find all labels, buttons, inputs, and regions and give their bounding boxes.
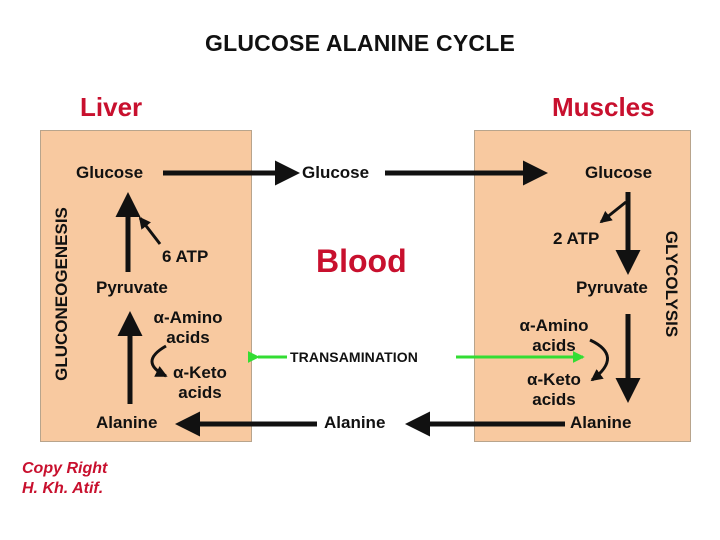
transamination-label: TRANSAMINATION: [290, 349, 418, 365]
muscle-alanine-label: Alanine: [570, 413, 632, 432]
glycolysis-label: GLYCOLYSIS: [662, 230, 681, 338]
arrow-muscle-atp: [599, 200, 627, 224]
copyright-note: Copy Right H. Kh. Atif.: [22, 460, 108, 497]
muscles-heading: Muscles: [552, 92, 655, 122]
muscle-atp-label: 2 ATP: [553, 229, 600, 248]
blood-label: Blood: [316, 243, 407, 279]
gluconeogenesis-label: GLUCONEOGENESIS: [52, 207, 71, 381]
liver-panel: [40, 130, 252, 442]
muscle-pyruvate-label: Pyruvate: [576, 278, 648, 297]
arrow-muscle-transamination-curve: [589, 338, 609, 382]
liver-pyruvate-label: Pyruvate: [96, 278, 168, 297]
liver-alanine-label: Alanine: [96, 413, 158, 432]
liver-glucose-label: Glucose: [76, 163, 144, 182]
muscles-panel: [474, 130, 691, 442]
diagram-title: GLUCOSE ALANINE CYCLE: [204, 30, 516, 56]
arrow-liver-transamination-curve: [150, 344, 168, 378]
arrow-liver-atp: [138, 216, 162, 245]
liver-atp-label: 6 ATP: [162, 247, 209, 266]
blood-glucose-label: Glucose: [302, 163, 370, 182]
liver-heading: Liver: [80, 92, 143, 122]
muscle-glucose-label: Glucose: [585, 163, 653, 182]
blood-alanine-label: Alanine: [324, 413, 386, 432]
